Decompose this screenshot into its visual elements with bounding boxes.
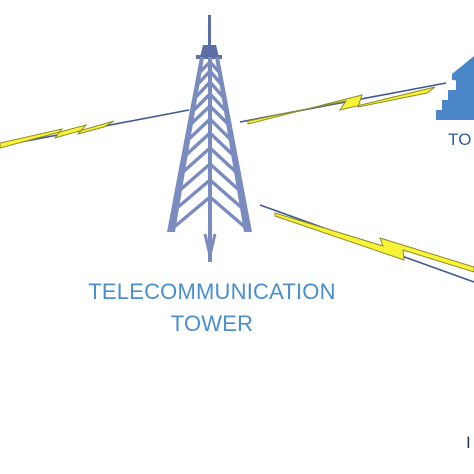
lightning-bolt-lower-right [274,212,474,273]
lightning-bolt-upper-right [247,86,436,125]
building-icon [436,56,474,120]
lightning-bolt-left [0,120,115,149]
right-device-label-partial: TO [448,130,472,149]
tower-label-line2: TOWER [170,311,254,336]
tower-label-line1: TELECOMMUNICATION [88,279,336,304]
tower-icon [167,15,252,262]
edge-label-partial: I [466,433,471,452]
